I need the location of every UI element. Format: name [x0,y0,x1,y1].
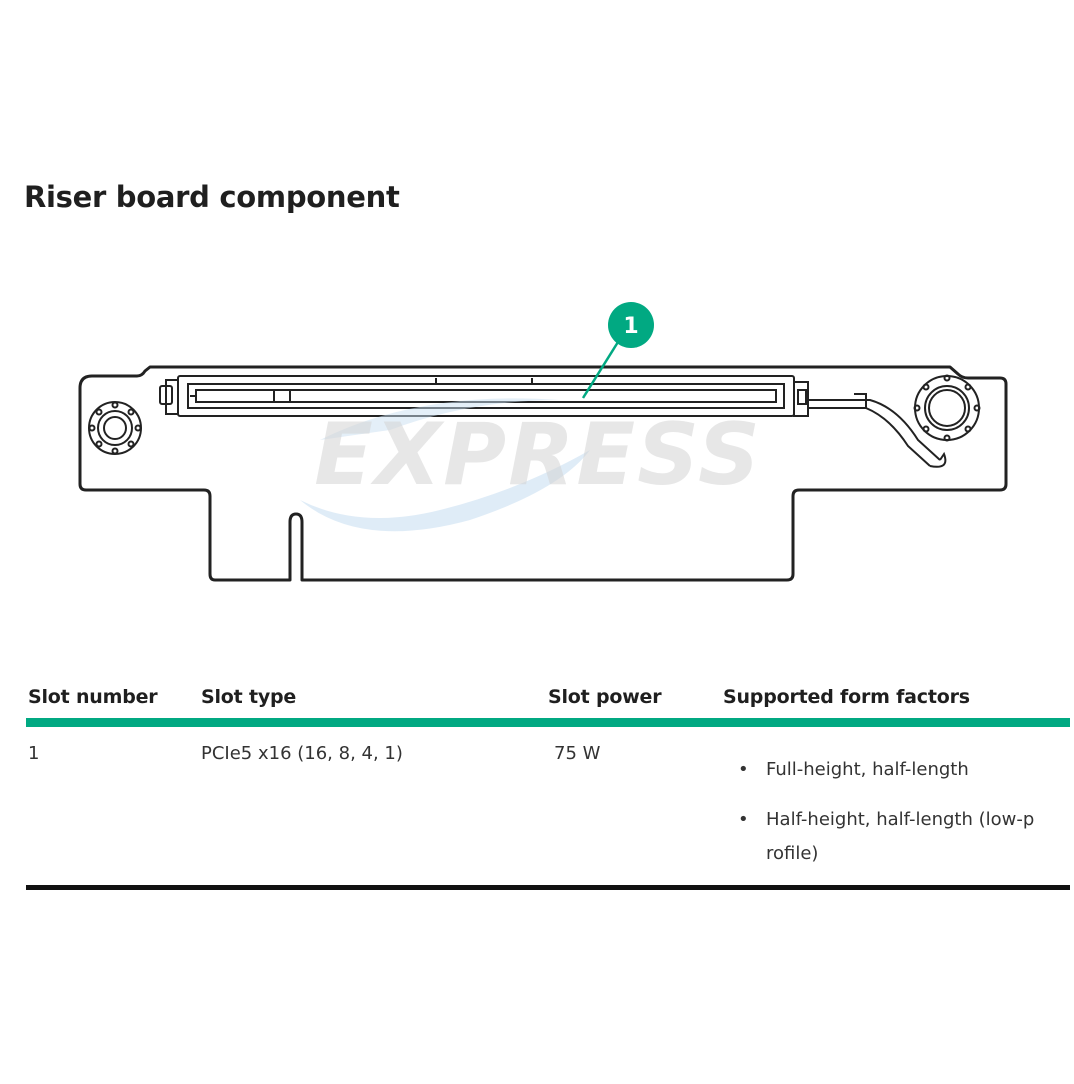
pcie-slot-connector [177,375,795,417]
header-slot-type: Slot type [199,676,546,727]
header-form-factors: Supported form factors [721,676,1070,727]
riser-board-outline [78,365,1008,582]
form-factor-list: Full-height, half-length Half-height, ha… [723,753,1070,871]
riser-board-diagram: 1 [78,302,1008,582]
header-slot-power: Slot power [546,676,721,727]
mounting-hole-left [88,401,142,455]
riser-spec-table: Slot number Slot type Slot power Support… [26,676,1070,890]
cell-form-factors: Full-height, half-length Half-height, ha… [721,722,1070,890]
callout-leader-line [581,341,620,399]
cell-slot-power: 75 W [546,722,721,890]
list-item: Full-height, half-length [738,753,1070,787]
table-header-row: Slot number Slot type Slot power Support… [26,676,1070,727]
list-item: Half-height, half-length (low-p rofile) [738,803,1070,871]
callout-number: 1 [623,314,638,339]
callout-circle [608,302,654,348]
table-row: 1 PCIe5 x16 (16, 8, 4, 1) 75 W Full-heig… [26,722,1070,890]
cell-slot-type: PCIe5 x16 (16, 8, 4, 1) [199,722,546,890]
cell-slot-number: 1 [26,722,199,890]
mounting-hole-right [913,374,981,442]
header-slot-number: Slot number [26,676,199,727]
page-title: Riser board component [24,180,400,214]
